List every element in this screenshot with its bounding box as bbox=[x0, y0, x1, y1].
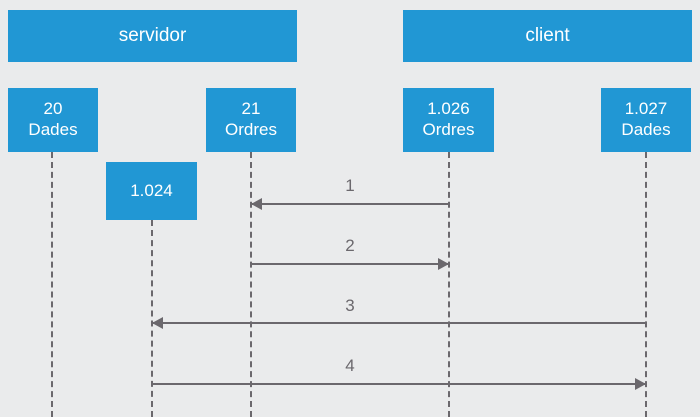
participant-role: Ordres bbox=[225, 120, 277, 139]
message-arrowhead-2 bbox=[438, 258, 449, 270]
message-label-2: 2 bbox=[345, 236, 355, 255]
message-arrowhead-3 bbox=[152, 317, 163, 329]
lifeline-p3 bbox=[448, 152, 450, 417]
message-label-4: 4 bbox=[345, 356, 355, 375]
lifeline-p4 bbox=[645, 152, 647, 417]
lifeline-p1 bbox=[51, 152, 53, 417]
message-line-2 bbox=[251, 263, 449, 265]
message-arrowhead-1 bbox=[251, 198, 262, 210]
message-label-1: 1 bbox=[345, 176, 355, 195]
header-box-label: servidor bbox=[118, 25, 187, 47]
participant-port: 21 bbox=[241, 99, 261, 119]
activation-box-label: 1.024 bbox=[130, 181, 173, 200]
activation-box-a1: 1.024 bbox=[106, 162, 197, 220]
participant-role: Ordres bbox=[422, 120, 475, 139]
lifeline-p2 bbox=[250, 152, 252, 417]
participant-role: Dades bbox=[621, 120, 671, 139]
participant-role: Dades bbox=[28, 120, 78, 139]
header-box-client: client bbox=[403, 10, 692, 62]
message-arrowhead-4 bbox=[635, 378, 646, 390]
header-box-servidor: servidor bbox=[8, 10, 297, 62]
message-line-3 bbox=[152, 322, 646, 324]
participant-port: 20 bbox=[43, 99, 63, 119]
participant-port: 1.027 bbox=[624, 99, 668, 119]
header-box-label: client bbox=[525, 25, 570, 47]
message-line-1 bbox=[251, 203, 449, 205]
participant-port: 1.026 bbox=[427, 99, 470, 119]
message-line-4 bbox=[152, 383, 646, 385]
message-label-3: 3 bbox=[345, 296, 355, 315]
